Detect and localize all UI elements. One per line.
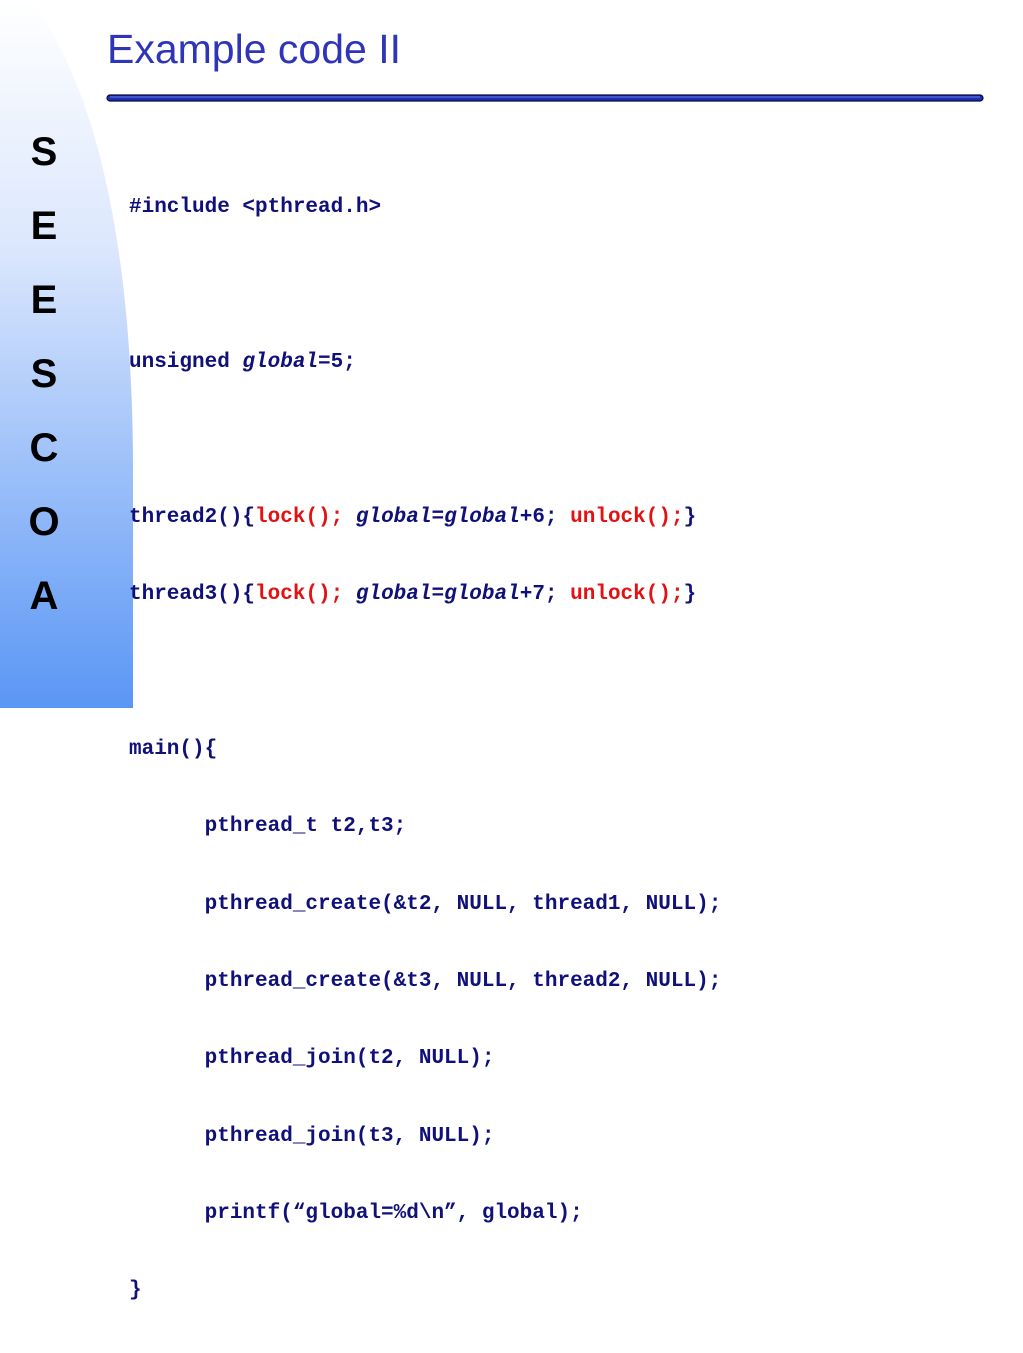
code-line-body: printf(“global=%d\n”, global);: [129, 1202, 583, 1226]
sidebar-letter: S: [30, 130, 58, 174]
code-token: thread3(){: [129, 582, 256, 606]
title-underline: [106, 94, 984, 102]
code-line-body: pthread_t t2,t3;: [129, 815, 407, 839]
sidebar-letter: A: [29, 574, 59, 618]
sidebar-letter: E: [30, 278, 58, 322]
code-token: +7;: [519, 582, 571, 606]
code-token: }: [683, 505, 697, 529]
code-var: global: [444, 582, 520, 606]
code-token: unsigned: [129, 350, 243, 374]
code-unlock-call: unlock();: [570, 505, 684, 529]
code-line-body: pthread_create(&t2, NULL, thread1, NULL)…: [129, 892, 722, 916]
code-token: [343, 583, 356, 606]
sidebar-letter: S: [30, 352, 58, 396]
code-line-body: pthread_join(t3, NULL);: [129, 1124, 495, 1148]
code-block: #include <pthread.h> unsigned global=5; …: [129, 146, 721, 1353]
code-lock-call: lock();: [255, 505, 344, 529]
code-unlock-call: unlock();: [570, 582, 684, 606]
code-var: global: [242, 350, 319, 374]
slide: S E E S C O A Example code II #include <…: [0, 0, 984, 1302]
code-line-blank: [129, 656, 721, 687]
sidebar-letter: E: [30, 204, 58, 248]
code-token: =5;: [318, 350, 356, 374]
code-token: thread2(){: [129, 505, 256, 529]
code-line-body: pthread_join(t2, NULL);: [129, 1047, 495, 1071]
code-line-main-open: main(){: [129, 737, 218, 761]
sidebar-letter: O: [28, 500, 60, 544]
sidebar-gradient: [0, 0, 133, 708]
code-token: =: [431, 505, 445, 529]
code-token: =: [431, 582, 445, 606]
code-lock-call: lock();: [255, 582, 344, 606]
code-var: global: [444, 505, 520, 529]
sidebar-acronym: S E E S C O A: [22, 128, 66, 646]
code-line-include: #include <pthread.h>: [129, 196, 382, 219]
code-line-blank: [129, 269, 721, 300]
slide-title: Example code II: [107, 26, 401, 72]
code-line-global-decl: unsigned global=5;: [129, 347, 721, 378]
sidebar-letter: C: [29, 426, 59, 470]
code-line-thread3: thread3(){lock(); global=global+7; unloc…: [129, 579, 721, 610]
code-var: global: [355, 582, 432, 606]
code-var: global: [355, 505, 432, 529]
code-token: [343, 506, 356, 529]
code-line-blank: [129, 424, 721, 455]
code-line-thread2: thread2(){lock(); global=global+6; unloc…: [129, 502, 721, 533]
code-line-body: pthread_create(&t3, NULL, thread2, NULL)…: [129, 969, 722, 993]
code-token: +6;: [519, 505, 571, 529]
code-token: }: [683, 582, 697, 606]
code-line-main-close: }: [129, 1279, 142, 1303]
